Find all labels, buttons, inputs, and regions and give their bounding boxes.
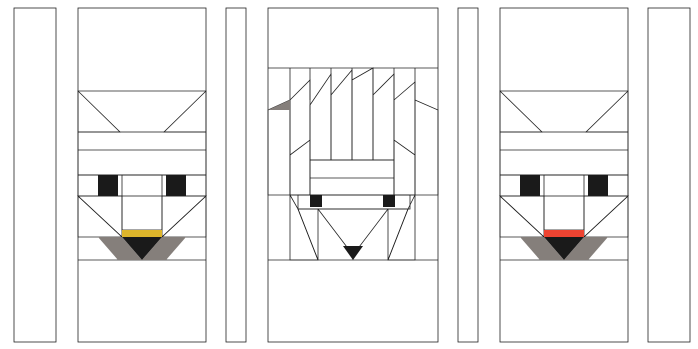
strip-e-right-label: E <box>661 158 676 183</box>
strip-e-right: E <box>648 8 690 342</box>
hedgehog-nose <box>343 246 363 260</box>
fox-block-yellow: A A <box>78 8 206 342</box>
strip-d-right: D <box>458 8 478 342</box>
red-fox-face <box>500 91 628 260</box>
hedgehog-spines <box>268 68 438 195</box>
fox1-right-ear <box>164 91 206 132</box>
fox2-left-ear <box>500 91 542 132</box>
yellow-fox-face <box>78 91 206 260</box>
strip-e-left: E <box>14 8 56 342</box>
hedgehog-top-label: C <box>345 30 361 55</box>
fox2-right-eye <box>588 175 608 196</box>
strip-d-left-label: D <box>227 154 245 179</box>
fox-block-red: A A <box>500 8 628 342</box>
hedgehog-right-eye <box>383 195 395 207</box>
fox1-left-eye <box>98 175 118 196</box>
hedgehog-left-eye <box>310 195 322 207</box>
fox2-left-eye <box>520 175 540 196</box>
fox1-top-label: A <box>133 44 150 69</box>
hedgehog-bottom-label: B <box>345 296 362 321</box>
fox2-bottom-label: A <box>555 296 572 321</box>
hedgehog-face <box>290 140 415 260</box>
fox1-right-eye <box>166 175 186 196</box>
fox2-top-label: A <box>555 44 572 69</box>
fox2-right-ear <box>586 91 628 132</box>
fox1-left-ear <box>78 91 120 132</box>
fox1-bottom-label: A <box>133 298 150 323</box>
hedgehog-block: C B <box>268 8 438 342</box>
strip-d-right-label: D <box>459 154 477 179</box>
strip-e-left-label: E <box>27 158 42 183</box>
strip-d-left: D <box>226 8 246 342</box>
